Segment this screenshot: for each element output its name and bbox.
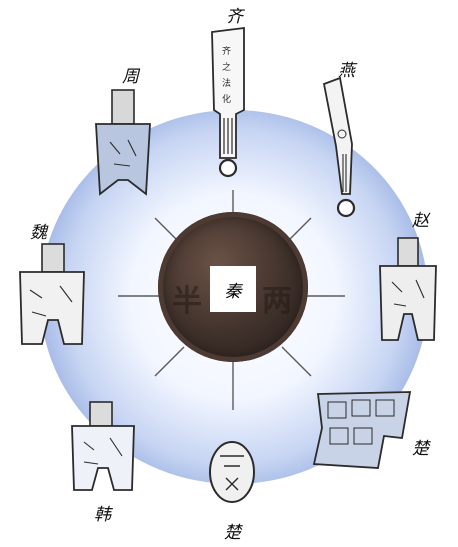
center-label: 秦 (225, 277, 242, 302)
svg-text:齐: 齐 (222, 45, 231, 57)
chu-gold-plate (304, 388, 416, 472)
label-zhao: 赵 (412, 206, 429, 231)
label-yan: 燕 (338, 56, 355, 81)
label-han: 韩 (94, 500, 111, 525)
qi-knife-coin: 齐 之 法 化 (200, 18, 260, 183)
wei-spade-coin (12, 240, 92, 352)
zhao-spade-coin (372, 232, 444, 350)
svg-text:法: 法 (222, 77, 231, 89)
svg-text:之: 之 (222, 61, 231, 73)
label-chu-bottom: 楚 (224, 518, 241, 543)
han-spade-coin (66, 398, 140, 494)
coin-glyph-left: 半 (172, 276, 202, 320)
zhou-spade-coin (88, 84, 158, 202)
svg-text:化: 化 (222, 93, 231, 105)
yan-knife-coin (318, 74, 368, 232)
spoke-sw (155, 347, 184, 376)
label-qi: 齐 (226, 2, 243, 27)
coin-square-hole: 秦 (210, 266, 256, 312)
spoke-se (282, 347, 311, 376)
label-chu-right: 楚 (412, 434, 429, 459)
coin-glyph-right: 两 (262, 276, 292, 320)
chu-ant-nose-coin (204, 436, 260, 508)
label-zhou: 周 (122, 62, 139, 87)
label-wei: 魏 (30, 218, 47, 243)
